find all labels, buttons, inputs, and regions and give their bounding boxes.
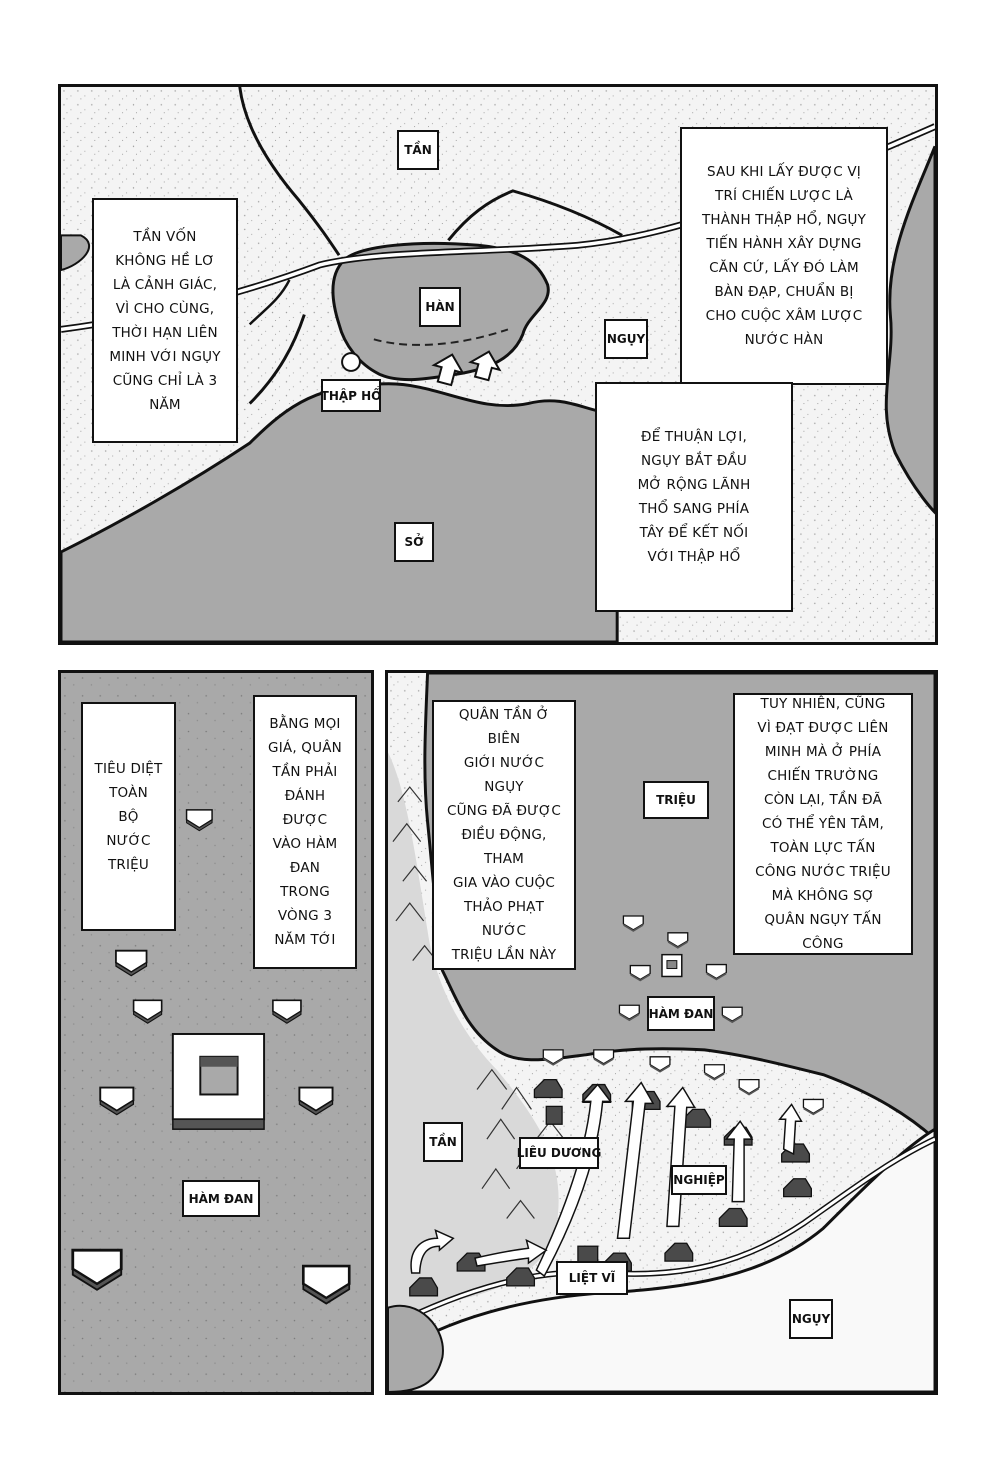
label-tan: TẦN [397,130,439,170]
caption-nguy-expand: ĐỂ THUẬN LỢI, NGỤY BẮT ĐẦU MỞ RỘNG LÃNH … [595,382,793,612]
label-ham-dan: HÀM ĐAN [182,1180,260,1217]
caption-tan-caution: TẦN VỐN KHÔNG HỀ LƠ LÀ CẢNH GIÁC, VÌ CHO… [92,198,238,443]
label-so: SỞ [394,522,434,562]
label-nguy: NGỤY [604,319,648,359]
caption-text: TẦN VỐN KHÔNG HỀ LƠ LÀ CẢNH GIÁC, VÌ CHO… [109,228,221,413]
label-nghiep: NGHIỆP [671,1165,727,1195]
label-ham-dan: HÀM ĐAN [647,996,715,1031]
caption-take-ham-dan: BẰNG MỌI GIÁ, QUÂN TẦN PHẢI ĐÁNH ĐƯỢC VÀ… [253,695,357,969]
caption-destroy-trieu: TIÊU DIỆT TOÀN BỘ NƯỚC TRIỆU [81,702,176,931]
label-lieu-duong: LIÊU DƯƠNG [517,1137,601,1169]
label-han: HÀN [419,287,461,327]
caption-text: TIÊU DIỆT TOÀN BỘ NƯỚC TRIỆU [94,760,163,873]
label-nguy: NGỤY [789,1299,833,1339]
caption-text: SAU KHI LẤY ĐƯỢC VỊ TRÍ CHIẾN LƯỢC LÀ TH… [701,164,867,348]
panel-ham-dan-target: HÀM ĐAN TIÊU DIỆT TOÀN BỘ NƯỚC TRIỆU BẰN… [58,670,374,1395]
caption-nguy-base: SAU KHI LẤY ĐƯỢC VỊ TRÍ CHIẾN LƯỢC LÀ TH… [680,127,888,385]
map-trieu-campaign [388,673,935,1392]
label-thap-ho: THẬP HỔ [321,379,381,412]
caption-text: TUY NHIÊN, CŨNG VÌ ĐẠT ĐƯỢC LIÊN MINH MÀ… [755,696,891,952]
label-liet-vi: LIỆT VĨ [556,1261,628,1295]
caption-text: BẰNG MỌI GIÁ, QUÂN TẦN PHẢI ĐÁNH ĐƯỢC VÀ… [268,716,342,948]
label-tan: TẦN [423,1122,463,1162]
caption-text: ĐỂ THUẬN LỢI, NGỤY BẮT ĐẦU MỞ RỘNG LÃNH … [637,429,751,565]
caption-text: QUÂN TẦN Ở BIÊN GIỚI NƯỚC NGỤY CŨNG ĐÃ Đ… [446,707,562,963]
panel-map-han-nguy: TẦN HÀN NGỤY THẬP HỔ SỞ TẦN VỐN KHÔNG HỀ… [58,84,938,645]
caption-tan-troops-mobilized: QUÂN TẦN Ở BIÊN GIỚI NƯỚC NGỤY CŨNG ĐÃ Đ… [432,700,576,970]
panel-trieu-campaign: TRIỆU HÀM ĐAN TẦN LIÊU DƯƠNG NGHIỆP LIỆT… [385,670,938,1395]
label-trieu: TRIỆU [643,781,709,819]
caption-alliance-advantage: TUY NHIÊN, CŨNG VÌ ĐẠT ĐƯỢC LIÊN MINH MÀ… [733,693,913,955]
